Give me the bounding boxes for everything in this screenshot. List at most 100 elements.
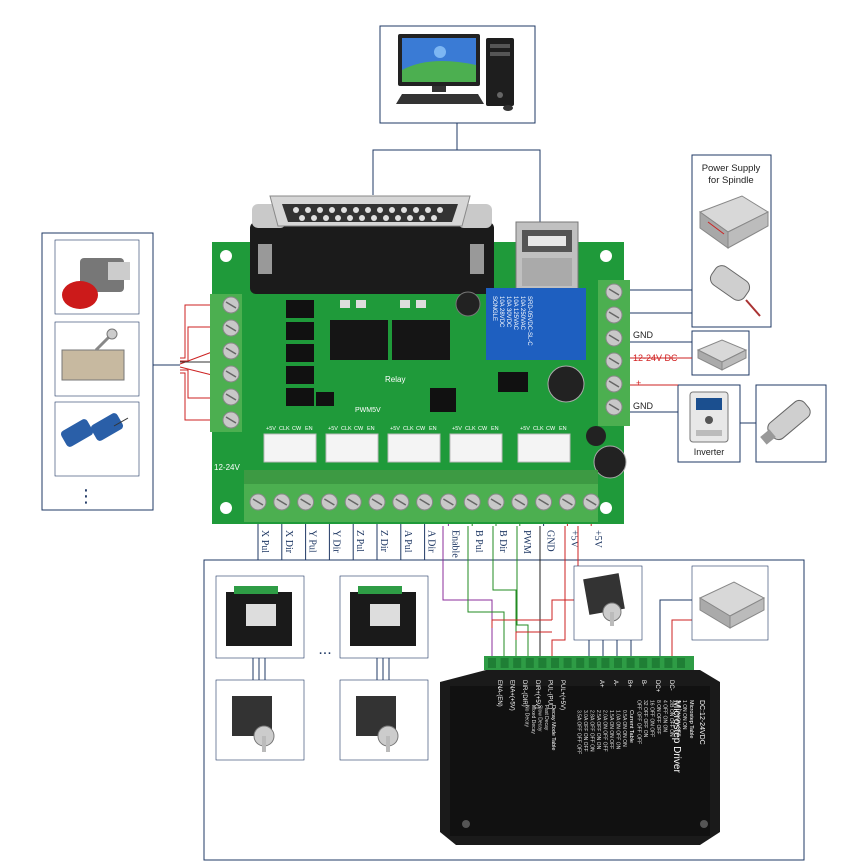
driver-terminal-pin — [601, 658, 610, 668]
screw-slot — [466, 498, 478, 506]
db25-pin — [395, 215, 401, 221]
driver-pin-label: DIR-(DIR) — [521, 680, 527, 707]
header-pin-label: CW — [416, 426, 426, 432]
driver-terminal-pin — [576, 658, 585, 668]
screw-slot — [252, 498, 264, 506]
screw-slot — [419, 498, 430, 506]
psu-spindle-icon — [698, 195, 770, 249]
terminal-label: GND — [545, 530, 556, 552]
driver-terminal-pin — [551, 658, 559, 668]
driver-pin-label: PUL-(PUL) — [546, 680, 552, 709]
screw-slot — [443, 498, 454, 506]
gnd-label-2: GND — [633, 401, 654, 411]
driver-terminal-pin — [651, 658, 660, 668]
main-stepper-motor-icon — [573, 565, 643, 641]
screw-slot — [276, 498, 288, 506]
driver-terminal-pin — [538, 658, 547, 668]
driver-terminal-pin — [588, 658, 597, 668]
relay-text: 10A 28VDC — [498, 296, 504, 328]
relay-text: SONGLE — [491, 296, 497, 321]
power-supply-label-1: Power Supply — [702, 163, 761, 174]
terminal-label: X Dir — [283, 530, 294, 554]
microstep-driver: Microstep Driver DC:12-24VDC ENA-(EN)ENA… — [440, 656, 720, 845]
driver-pin-label: ENA-(EN) — [496, 680, 502, 707]
header-pin-label: CW — [546, 426, 556, 432]
driver-table-row: 3.0A OFF ON OFF — [582, 710, 588, 752]
stepper-motor-2-icon — [339, 679, 429, 761]
driver-table-row: No Decay — [524, 705, 530, 727]
driver-pin-label: DC+ — [654, 680, 660, 693]
header-pin-label: +5V — [328, 426, 338, 432]
regulator — [498, 372, 528, 392]
db25-pin — [341, 207, 347, 213]
db25-pin — [353, 207, 359, 213]
db25-pin — [425, 207, 431, 213]
more-inputs-ellipsis: ⋮ — [77, 486, 95, 506]
stepper-motor-1-icon — [215, 679, 305, 761]
driver-pin-label: B+ — [626, 680, 632, 688]
terminal-lines — [257, 524, 592, 560]
db25-pin — [389, 207, 395, 213]
screw-slot — [324, 498, 335, 506]
driver-terminal-pin — [500, 658, 509, 668]
driver-dc-label: DC:12-24VDC — [698, 700, 705, 745]
db25-pin — [311, 215, 317, 221]
left-terminal-block — [210, 294, 242, 432]
inverter-icon — [689, 391, 729, 443]
terminal-label: Z Pul — [354, 530, 365, 552]
header-pin-label: CW — [292, 426, 302, 432]
db25-pin — [359, 215, 365, 221]
db25-pin — [437, 207, 443, 213]
screw-slot — [225, 416, 237, 424]
terminal-label: Y Pul — [307, 530, 318, 553]
db25-pin — [323, 215, 329, 221]
driver-table-row: Fast Decay — [543, 705, 549, 731]
screw-slot — [347, 498, 359, 506]
driver-table-row: 1.5A ON ON OFF — [608, 710, 614, 749]
db25-pin — [407, 215, 413, 221]
header-pin-label: CLK — [533, 426, 544, 432]
driver-table-row: 2/B ON OFF ON — [668, 700, 674, 737]
driver-terminal-pin — [513, 658, 522, 668]
relay-text: 10A 30VDC — [505, 296, 511, 328]
board-12-24v-label: 12-24V — [214, 463, 240, 472]
plus-label: + — [636, 378, 641, 388]
driver-table-row: Mixed Decay — [530, 705, 536, 734]
bottom-terminal-block — [244, 470, 600, 522]
stepper-driver-small-2 — [339, 575, 429, 659]
db25-pin — [365, 207, 371, 213]
driver-motor-wires — [252, 658, 390, 680]
header-pin-label: EN — [367, 426, 375, 432]
driver-table-row: Slow Decay — [537, 705, 543, 732]
db25-pin — [293, 207, 299, 213]
driver-table-row: 3.5A OFF OFF OFF — [576, 710, 582, 754]
driver-table-row: 2.0A ON OFF OFF — [602, 710, 608, 752]
driver-terminal-pin — [664, 658, 673, 668]
drivers-frame — [203, 559, 805, 861]
header-pin-label: EN — [429, 426, 437, 432]
driver-terminal-pin — [614, 658, 622, 668]
header-pin-label: CLK — [341, 426, 352, 432]
driver-pin-label: DC- — [668, 680, 674, 691]
driver-table-row: 2/A ON ON OFF — [675, 700, 681, 736]
usb-connector — [515, 221, 579, 293]
driver-table-row: 32 OFF OFF ON — [642, 700, 648, 738]
driver-pin-label: ENA+(+5V) — [509, 680, 515, 711]
db25-pin — [305, 207, 311, 213]
db25-pin — [329, 207, 335, 213]
db25-pin — [317, 207, 323, 213]
screw-slot — [225, 370, 237, 378]
relay-text: 10A 250VAC — [519, 296, 525, 331]
header-pin-label: CLK — [403, 426, 414, 432]
header-pin-label: +5V — [266, 426, 276, 432]
driver-table-row: 8 ON OFF OFF — [655, 700, 661, 734]
optocouplers — [286, 300, 334, 406]
screw-slot — [225, 393, 237, 401]
screw-slot — [608, 334, 620, 342]
driver-signal-wires — [442, 526, 692, 656]
screw-slot — [225, 347, 237, 355]
db25-connector — [250, 195, 494, 294]
gnd-label-1: GND — [633, 330, 654, 340]
